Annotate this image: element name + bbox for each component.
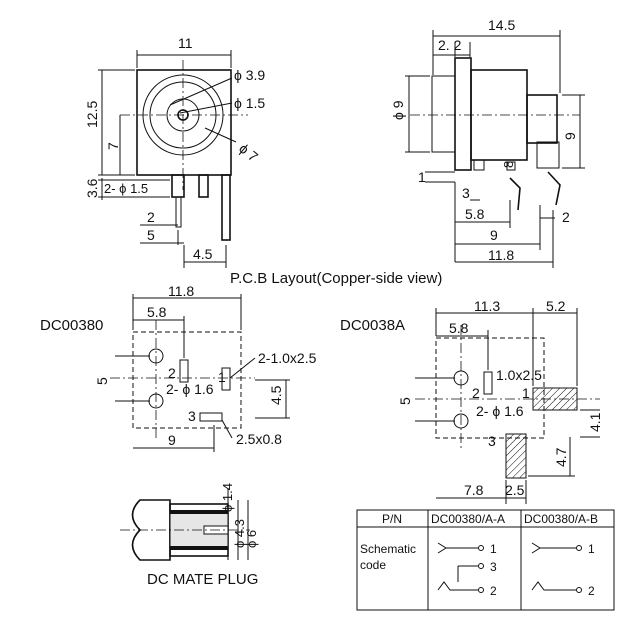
side-h9: 9 — [562, 132, 578, 140]
dc0038a-w: 11.3 — [474, 298, 500, 314]
dc00380-5: 5 — [94, 377, 110, 385]
schem-a-pin3: 3 — [490, 560, 497, 574]
front-view: 11 12.5 ϕ 3.9 ϕ 1.5 ϕ 7 7 3.6 2- ϕ 1.5 2… — [84, 35, 265, 268]
dim-height: 12.5 — [84, 101, 100, 128]
dim-d1: ϕ 3.9 — [234, 67, 265, 83]
dc0038a-title: DC0038A — [340, 317, 405, 334]
side-1: 1 — [418, 169, 426, 185]
dc00380-hole: 2- ϕ 1.6 — [166, 381, 214, 397]
dim-width: 11 — [178, 35, 193, 51]
dc00380-slot: 2-1.0x2.5 — [258, 350, 317, 366]
dc0038a-78: 7.8 — [464, 482, 484, 498]
side-9: 9 — [490, 227, 498, 243]
dc00380-pad: 2.5x0.8 — [236, 431, 282, 447]
side-total: 14.5 — [488, 17, 515, 33]
dim-pin-h: 3.6 — [84, 178, 100, 198]
plug-d14: ϕ 1.4 — [220, 483, 235, 512]
dc0038a-w2: 5.2 — [546, 298, 566, 314]
dc0038a-25: 2.5 — [505, 482, 525, 498]
dc00380-w: 11.8 — [168, 283, 194, 299]
dc0038a-58: 5.8 — [449, 320, 469, 336]
side-22: 2. 2 — [438, 37, 462, 53]
schematic-table: P/N DC00380/A-A DC00380/A-B Schematic co… — [356, 509, 615, 611]
table-header-a: DC00380/A-A — [431, 512, 505, 526]
side-58: 5.8 — [465, 206, 485, 222]
dim-45: 4.5 — [193, 246, 213, 262]
dim-d3: ϕ 7 — [236, 140, 261, 165]
dc0038a-47: 4.7 — [553, 447, 569, 467]
dim-pin-d: 2- ϕ 1.5 — [104, 181, 148, 196]
pcb-layout-title: P.C.B Layout(Copper-side view) — [230, 270, 442, 287]
table-header-b: DC00380/A-B — [524, 512, 598, 526]
dc00380-title: DC00380 — [40, 317, 103, 334]
dc00380-1: 1 — [218, 369, 226, 385]
schem-b-pin2: 2 — [588, 584, 595, 598]
dc0038a-5: 5 — [397, 397, 413, 405]
dim-2: 2 — [147, 209, 155, 225]
dc0038a-2: 2 — [472, 385, 480, 401]
table-row-label-2: code — [360, 558, 386, 572]
dc0038a-slot: 1.0x2.5 — [496, 367, 542, 383]
dc00380-9: 9 — [168, 432, 176, 448]
dim-center-h: 7 — [105, 142, 121, 150]
dim-5: 5 — [147, 227, 155, 243]
side-118: 11.8 — [488, 247, 514, 263]
dc0038a-41: 4.1 — [587, 412, 603, 432]
plug-d6: ϕ 6 — [244, 530, 259, 548]
table-row-label-1: Schematic — [360, 542, 416, 556]
plug-d43: ϕ 4.3 — [232, 519, 247, 548]
dim-d2: ϕ 1.5 — [234, 95, 265, 111]
side-3: 3 — [462, 185, 470, 201]
side-view: 14.5 2. 2 ϕ 9 9 1 8 3 5.8 2 9 11.8 — [390, 17, 585, 268]
dc00380-2: 2 — [168, 365, 176, 381]
dc0038a-hole: 2- ϕ 1.6 — [476, 403, 524, 419]
mate-plug: ϕ 1.4 ϕ 4.3 ϕ 6 DC MATE PLUG — [120, 483, 259, 588]
dc0038a-layout: DC0038A 11.3 5.2 5.8 1.0x2.5 2 1 5 2- ϕ … — [340, 298, 603, 504]
schem-b-pin1: 1 — [588, 542, 595, 556]
dc00380-layout: DC00380 11.8 5.8 5 2 2-1.0x2.5 1 2- ϕ 1.… — [40, 283, 317, 452]
table-header-pn: P/N — [382, 512, 402, 526]
side-2: 2 — [562, 209, 570, 225]
dc0038a-3: 3 — [488, 433, 496, 449]
plug-title: DC MATE PLUG — [147, 571, 258, 588]
schem-a-pin1: 1 — [490, 542, 497, 556]
side-dia: ϕ 9 — [390, 100, 406, 120]
dc00380-3: 3 — [188, 408, 196, 424]
side-8: 8 — [501, 161, 516, 168]
dc00380-58: 5.8 — [147, 304, 167, 320]
dc00380-45: 4.5 — [268, 385, 284, 405]
dc0038a-1: 1 — [522, 385, 530, 401]
schem-a-pin2: 2 — [490, 584, 497, 598]
